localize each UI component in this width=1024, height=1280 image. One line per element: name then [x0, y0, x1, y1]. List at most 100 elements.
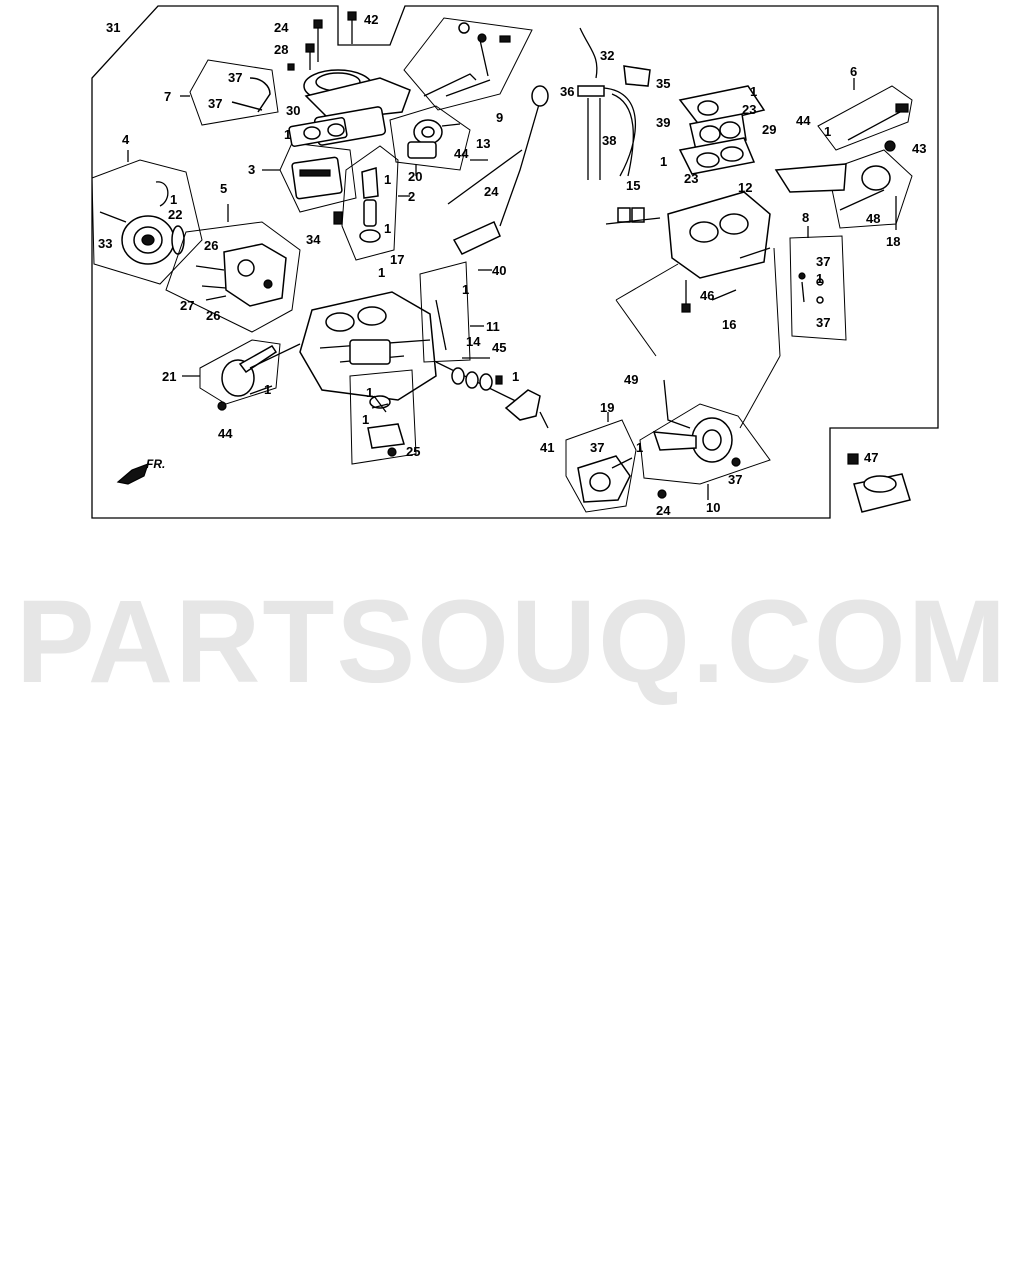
part-6-group-box	[817, 85, 913, 151]
part-21-group-box	[199, 339, 281, 405]
callout-29: 29	[762, 122, 776, 137]
callout-42: 42	[364, 12, 378, 27]
callout-37: 37	[816, 254, 830, 269]
callout-1: 1	[512, 369, 519, 384]
callout-46: 46	[700, 288, 714, 303]
callout-1: 1	[462, 282, 469, 297]
part-11-group-box	[419, 261, 471, 363]
front-direction-arrow: FR.	[116, 457, 165, 485]
callout-44: 44	[218, 426, 233, 441]
linkage-rod-part	[423, 22, 511, 97]
callout-1: 1	[816, 271, 823, 286]
carburetor-main-body	[249, 291, 437, 401]
callout-43: 43	[912, 141, 926, 156]
callout-14: 14	[466, 334, 481, 349]
callout-22: 22	[168, 207, 182, 222]
callout-1: 1	[384, 221, 391, 236]
lever-bracket-part	[774, 140, 896, 211]
callout-35: 35	[656, 76, 670, 91]
part-18-group-box	[827, 149, 913, 229]
callout-26: 26	[206, 308, 220, 323]
callout-13: 13	[476, 136, 490, 151]
callout-27: 27	[180, 298, 194, 313]
part-2-group-box	[341, 145, 399, 261]
callout-45: 45	[492, 340, 506, 355]
part-3-group-box	[279, 142, 357, 213]
part-25-group-box	[349, 369, 417, 465]
throttle-opener-part	[407, 119, 461, 159]
callout-44: 44	[454, 146, 469, 161]
hose-38	[587, 98, 601, 180]
callout-2: 2	[408, 189, 415, 204]
callout-1: 1	[824, 124, 831, 139]
vacuum-diaphragm-part	[652, 379, 741, 499]
callout-37: 37	[208, 96, 222, 111]
callout-48: 48	[866, 211, 880, 226]
callout-9: 9	[496, 110, 503, 125]
callout-10: 10	[706, 500, 720, 515]
lever-40-part	[452, 85, 549, 255]
callout-3: 3	[248, 162, 255, 177]
callout-24: 24	[274, 20, 289, 35]
callout-20: 20	[408, 169, 422, 184]
callout-1: 1	[264, 382, 271, 397]
choke-diaphragm-part	[99, 181, 185, 265]
callout-6: 6	[850, 64, 857, 79]
air-horn-part	[288, 69, 411, 147]
assembly-boundary	[91, 5, 939, 519]
callout-19: 19	[600, 400, 614, 415]
part-20-group-box	[389, 105, 471, 171]
callout-24: 24	[484, 184, 499, 199]
hose-39	[603, 87, 636, 177]
callout-1: 1	[750, 84, 757, 99]
callout-12: 12	[738, 180, 752, 195]
callout-41: 41	[540, 440, 554, 455]
callout-23: 23	[742, 102, 756, 117]
callout-1: 1	[378, 265, 385, 280]
callout-32: 32	[600, 48, 614, 63]
callout-15: 15	[626, 178, 640, 193]
callout-37: 37	[228, 70, 242, 85]
callout-36: 36	[560, 84, 574, 99]
part-4-group-box	[91, 159, 203, 285]
part-10-group-box	[639, 403, 771, 485]
inset-47-part	[847, 453, 911, 513]
callout-21: 21	[162, 369, 176, 384]
callout-7: 7	[164, 89, 171, 104]
callout-28: 28	[274, 42, 288, 57]
callout-40: 40	[492, 263, 506, 278]
callout-37: 37	[728, 472, 742, 487]
carburetor-exploded-diagram: FR.	[91, 5, 939, 519]
front-direction-label: FR.	[146, 457, 165, 471]
callout-31: 31	[106, 20, 120, 35]
callout-33: 33	[98, 236, 112, 251]
callout-1: 1	[362, 412, 369, 427]
callout-24: 24	[656, 503, 671, 518]
part-8-group-box	[789, 235, 847, 341]
choke-cover-part	[291, 156, 343, 200]
callout-1: 1	[170, 192, 177, 207]
callout-4: 4	[122, 132, 130, 147]
site-watermark: PARTSOUQ.COM	[15, 576, 1009, 708]
pump-cover-part	[577, 455, 633, 503]
callout-44: 44	[796, 113, 811, 128]
gasket-23-lower	[678, 137, 756, 175]
callout-11: 11	[486, 319, 500, 334]
part-9-group-box	[403, 17, 533, 111]
callout-37: 37	[816, 315, 830, 330]
callout-47: 47	[864, 450, 878, 465]
callout-49: 49	[624, 372, 638, 387]
callout-5: 5	[220, 181, 227, 196]
callout-17: 17	[390, 252, 404, 267]
part-19-group-box	[565, 419, 637, 513]
callout-38: 38	[602, 133, 616, 148]
callout-26: 26	[204, 238, 218, 253]
side-housing-part	[195, 243, 287, 307]
callout-23: 23	[684, 171, 698, 186]
callout-34: 34	[306, 232, 321, 247]
hose-32	[579, 27, 598, 79]
lower-pump-part	[367, 395, 405, 457]
callout-8: 8	[802, 210, 809, 225]
callout-1: 1	[660, 154, 667, 169]
callout-18: 18	[886, 234, 900, 249]
